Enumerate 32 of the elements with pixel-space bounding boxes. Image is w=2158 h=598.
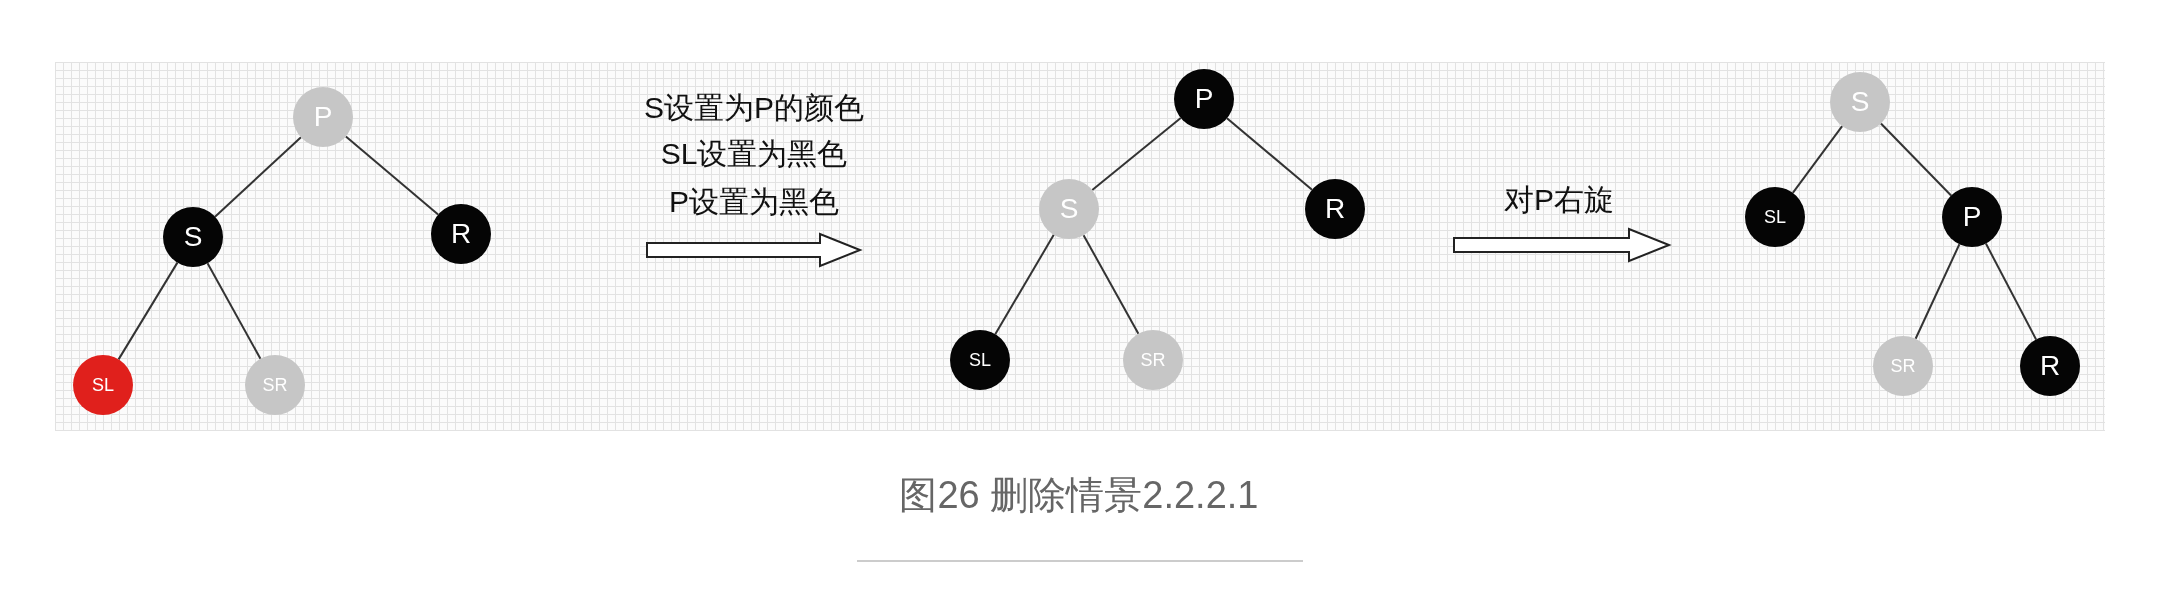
node-label: P — [313, 101, 333, 133]
node-label: R — [2039, 350, 2061, 382]
tree-edge — [1914, 243, 1961, 340]
node-label: S — [1850, 86, 1870, 118]
transition-note: SL设置为黑色 — [660, 136, 848, 172]
node-label: SR — [1890, 355, 1916, 377]
node-label: SR — [262, 374, 288, 396]
tree-edge — [117, 261, 179, 361]
node-label: P — [1962, 201, 1982, 233]
transition-note: P设置为黑色 — [669, 184, 839, 220]
tree-edge — [994, 233, 1055, 336]
tree-edge — [1791, 125, 1844, 194]
figure-caption: 图26 删除情景2.2.2.1 — [899, 474, 1259, 516]
node-label: SL — [1764, 206, 1786, 228]
tree-edge — [1225, 117, 1314, 191]
node-label: R — [1324, 193, 1346, 225]
tree-edge — [1091, 116, 1182, 192]
tree-edge — [1879, 122, 1953, 197]
transition-note: S设置为P的颜色 — [644, 90, 864, 126]
node-label: P — [1194, 83, 1214, 115]
node-label: R — [450, 218, 472, 250]
node-label: S — [183, 221, 203, 253]
node-label: SR — [1140, 349, 1166, 371]
node-label: S — [1059, 193, 1079, 225]
tree-edge — [206, 262, 262, 360]
tree-edge — [344, 135, 440, 216]
transition-note: 对P右旋 — [1504, 182, 1614, 218]
tree-edge — [1082, 234, 1140, 335]
tree-edge — [1984, 242, 2038, 341]
node-label: SL — [92, 374, 114, 396]
node-label: SL — [969, 349, 991, 371]
tree-edge — [214, 136, 302, 218]
